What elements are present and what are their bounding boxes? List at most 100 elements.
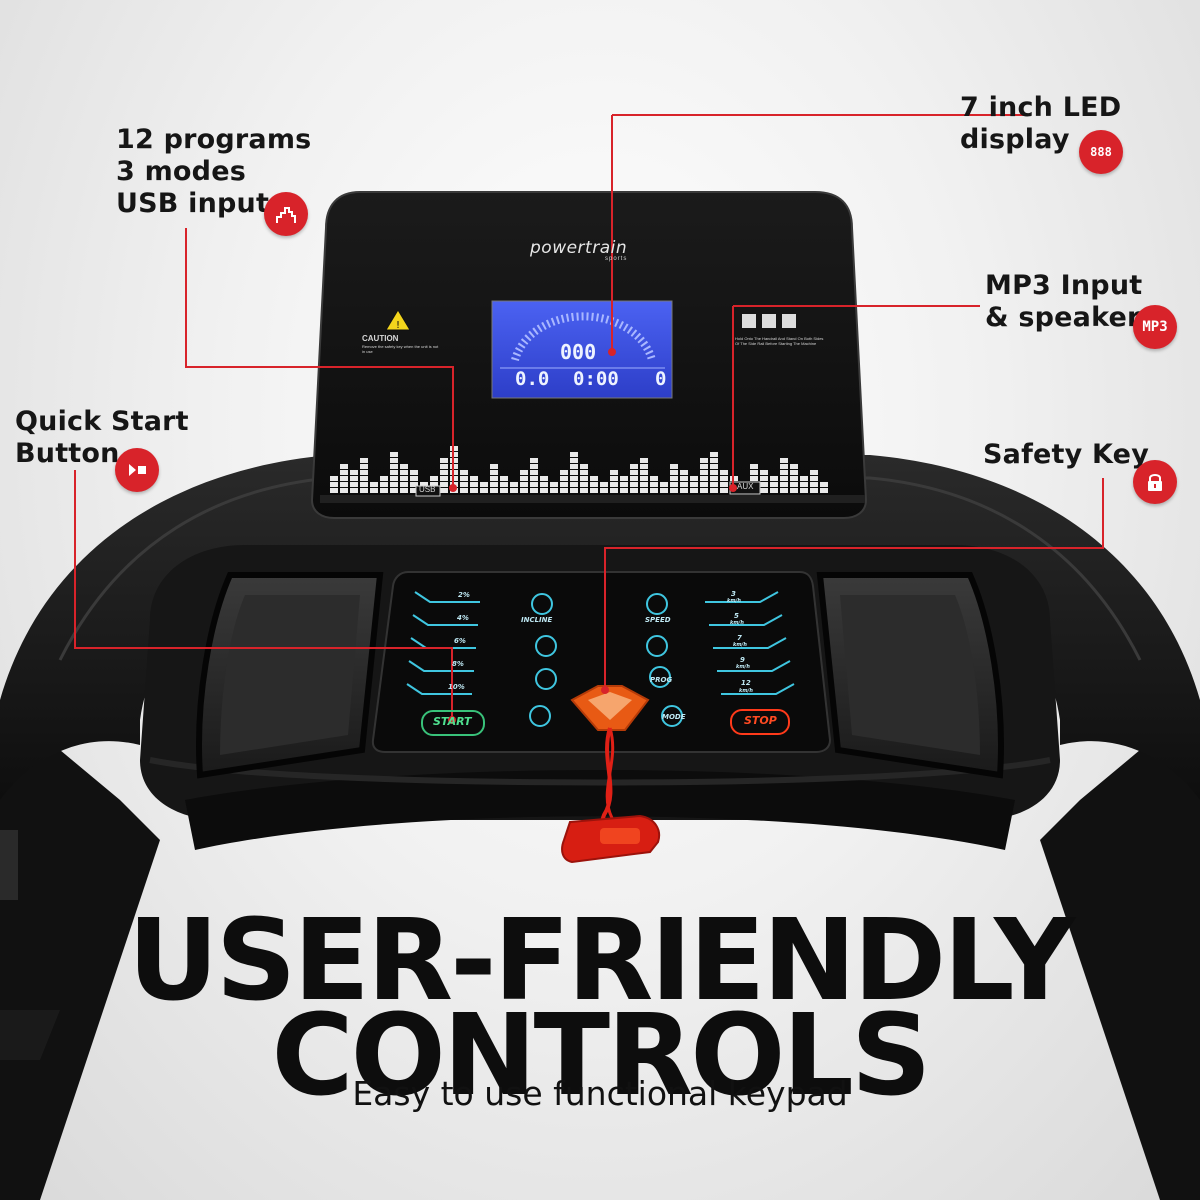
volume-down-button[interactable] (529, 705, 551, 727)
speed-key-line (713, 637, 787, 649)
incline-preset[interactable]: 2% (458, 591, 470, 599)
equalizer-cell (400, 488, 408, 493)
speed-preset[interactable]: 5 (734, 612, 739, 620)
equalizer-cell (630, 482, 638, 487)
incline-up-button[interactable] (531, 593, 553, 615)
equalizer-cell (710, 464, 718, 469)
equalizer-cell (610, 488, 618, 493)
speed-unit: km/h (733, 642, 747, 648)
equalizer-cell (530, 476, 538, 481)
incline-preset[interactable]: 6% (454, 637, 466, 645)
caution-title: CAUTION (362, 334, 399, 343)
speed-preset[interactable]: 7 (737, 634, 742, 642)
speed-key-line (717, 660, 791, 672)
equalizer-cell (760, 470, 768, 475)
subheadline: Easy to use functional keypad (352, 1074, 848, 1113)
equalizer-cell (680, 476, 688, 481)
equalizer-cell (530, 488, 538, 493)
callout-safety-key: Safety Key (983, 439, 1149, 470)
equalizer-cell (360, 470, 368, 475)
equalizer-cell (350, 488, 358, 493)
equalizer-cell (500, 482, 508, 487)
equalizer-cell (670, 488, 678, 493)
equalizer-cell (670, 470, 678, 475)
equalizer-cell (800, 488, 808, 493)
equalizer-cell (700, 470, 708, 475)
equalizer-cell (460, 482, 468, 487)
incline-preset[interactable]: 8% (452, 660, 464, 668)
equalizer-cell (410, 488, 418, 493)
speed-down-button[interactable] (646, 635, 668, 657)
incline-preset[interactable]: 10% (448, 683, 465, 691)
equalizer-cell (680, 470, 688, 475)
equalizer-cell (460, 488, 468, 493)
speed-preset[interactable]: 12 (741, 679, 751, 687)
led-digits-icon: 888 (1079, 130, 1123, 174)
incline-preset[interactable]: 4% (457, 614, 469, 622)
equalizer-cell (760, 476, 768, 481)
equalizer-cell (520, 482, 528, 487)
equalizer-cell (340, 488, 348, 493)
aux-label: AUX (737, 482, 754, 491)
equalizer-cell (660, 482, 668, 487)
callout-quick-start: Quick Start Button (15, 406, 189, 469)
incline-key-line (412, 614, 478, 626)
brand-sub: sports (605, 256, 628, 262)
equalizer-cell (560, 476, 568, 481)
equalizer-cell (380, 488, 388, 493)
equalizer-cell (590, 482, 598, 487)
equalizer-cell (640, 482, 648, 487)
brand-logo: powertrain (530, 238, 628, 258)
equalizer-cell (820, 482, 828, 487)
chart-bars-icon (264, 192, 308, 236)
equalizer-cell (540, 482, 548, 487)
equalizer-cell (390, 476, 398, 481)
equalizer-cell (330, 488, 338, 493)
equalizer-cell (750, 476, 758, 481)
equalizer-cell (630, 464, 638, 469)
equalizer-cell (340, 470, 348, 475)
equalizer-cell (710, 458, 718, 463)
equalizer-cell (370, 482, 378, 487)
equalizer-cell (550, 482, 558, 487)
equalizer-cell (780, 464, 788, 469)
equalizer-cell (390, 470, 398, 475)
equalizer-cell (390, 458, 398, 463)
equalizer-cell (790, 476, 798, 481)
speed-preset[interactable]: 3 (731, 590, 736, 598)
equalizer-cell (580, 464, 588, 469)
incline-label: INCLINE (521, 616, 553, 624)
speed-label: SPEED (645, 616, 671, 624)
speed-key-line (705, 591, 779, 603)
equalizer-cell (780, 476, 788, 481)
equalizer-cell (640, 464, 648, 469)
equalizer-cell (330, 482, 338, 487)
equalizer-cell (390, 464, 398, 469)
equalizer-cell (700, 482, 708, 487)
speed-up-button[interactable] (646, 593, 668, 615)
caution-text: Remove the safety key when the unit is n… (362, 344, 439, 354)
volume-up-button[interactable] (535, 668, 557, 690)
prog-button[interactable] (649, 666, 671, 688)
equalizer-cell (490, 464, 498, 469)
equalizer-cell (780, 470, 788, 475)
speed-preset[interactable]: 9 (740, 656, 745, 664)
equalizer-cell (810, 488, 818, 493)
equalizer-cell (360, 488, 368, 493)
speed-key-line (721, 683, 795, 695)
equalizer-cell (550, 488, 558, 493)
incline-down-button[interactable] (535, 635, 557, 657)
equalizer-cell (760, 482, 768, 487)
mode-button[interactable] (661, 705, 683, 727)
equalizer-cell (440, 482, 448, 487)
equalizer-cell (560, 470, 568, 475)
equalizer-cell (590, 488, 598, 493)
start-button[interactable]: START (421, 710, 485, 736)
equalizer-cell (340, 464, 348, 469)
equalizer-cell (770, 476, 778, 481)
stop-button[interactable]: STOP (730, 709, 790, 735)
equalizer-cell (700, 488, 708, 493)
equalizer-cell (690, 482, 698, 487)
equalizer-cell (720, 482, 728, 487)
equalizer-cell (810, 482, 818, 487)
